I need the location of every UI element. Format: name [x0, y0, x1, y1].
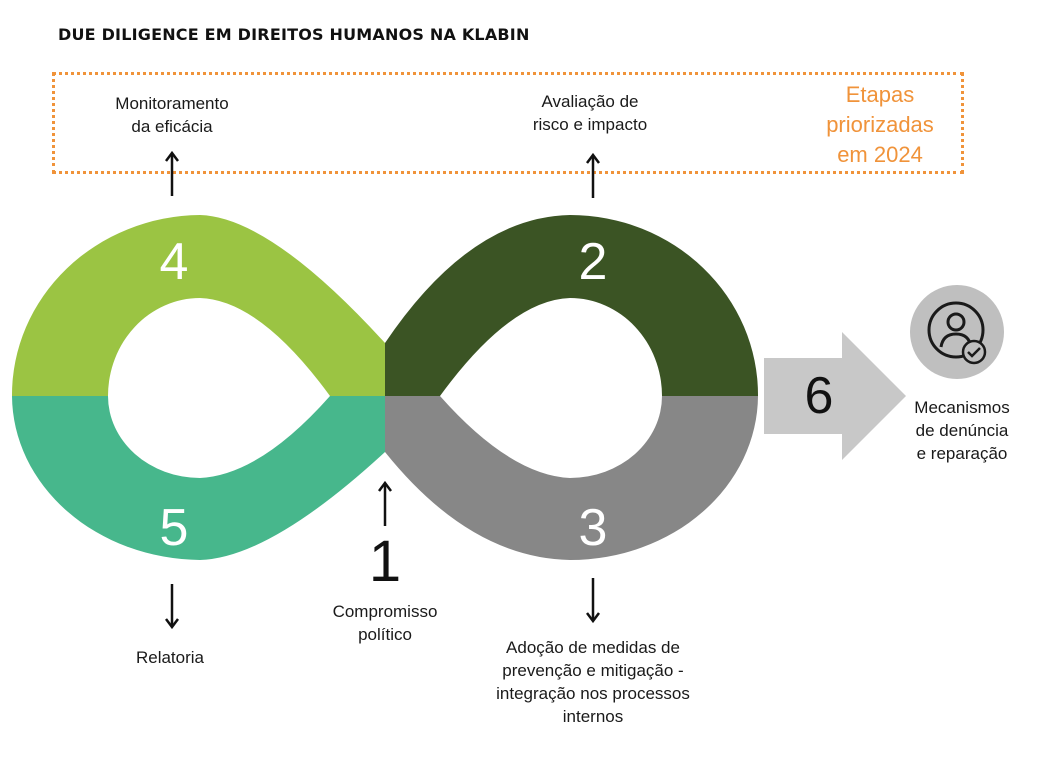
step-6-label: Mecanismos de denúncia e reparação [900, 396, 1024, 465]
priority-line: em 2024 [837, 142, 923, 167]
step-5-label: Relatoria [90, 646, 250, 669]
step-1-label: Compromisso político [290, 600, 480, 646]
step-3-label: Adoção de medidas de prevenção e mitigaç… [478, 636, 708, 728]
priority-box [52, 72, 964, 174]
step-3-segment [385, 396, 758, 560]
step-6-arrow [764, 332, 906, 460]
step-4-segment [11, 215, 386, 396]
priority-line: priorizadas [826, 112, 934, 137]
arrow-up-4 [165, 150, 179, 196]
label-line: Mecanismos [914, 398, 1010, 417]
label-line: político [358, 625, 412, 644]
step-2-label: Avaliação de risco e impacto [490, 90, 690, 136]
label-line: Avaliação de [541, 92, 639, 111]
step-4-number: 4 [159, 233, 189, 291]
arrow-up-1 [378, 480, 392, 526]
step-1-number: 1 [368, 529, 402, 594]
label-line: Relatoria [135, 648, 205, 667]
label-line: de denúncia [915, 421, 1009, 440]
diagram-title: DUE DILIGENCE EM DIREITOS HUMANOS NA KLA… [58, 25, 530, 44]
label-line: internos [562, 707, 624, 726]
step-2-segment [385, 215, 759, 396]
user-check-icon [910, 285, 1004, 379]
label-line: e reparação [916, 444, 1008, 463]
step-5-number: 5 [159, 499, 189, 557]
arrow-up-2 [586, 152, 600, 198]
step-5-segment [12, 396, 385, 560]
label-line: Compromisso [332, 602, 438, 621]
step-4-label: Monitoramento da eficácia [82, 92, 262, 138]
step-3-number: 3 [578, 499, 608, 557]
priority-label: Etapas priorizadas em 2024 [800, 80, 960, 170]
label-line: Adoção de medidas de [506, 638, 680, 657]
label-line: da eficácia [131, 117, 213, 136]
arrow-down-3 [586, 578, 600, 624]
priority-line: Etapas [845, 82, 915, 107]
label-line: integração nos processos [496, 684, 690, 703]
arrow-down-5 [165, 584, 179, 630]
label-line: prevenção e mitigação - [502, 661, 684, 680]
label-line: risco e impacto [532, 115, 648, 134]
label-line: Monitoramento [115, 94, 229, 113]
step-6-number: 6 [804, 367, 834, 425]
step-2-number: 2 [578, 233, 608, 291]
